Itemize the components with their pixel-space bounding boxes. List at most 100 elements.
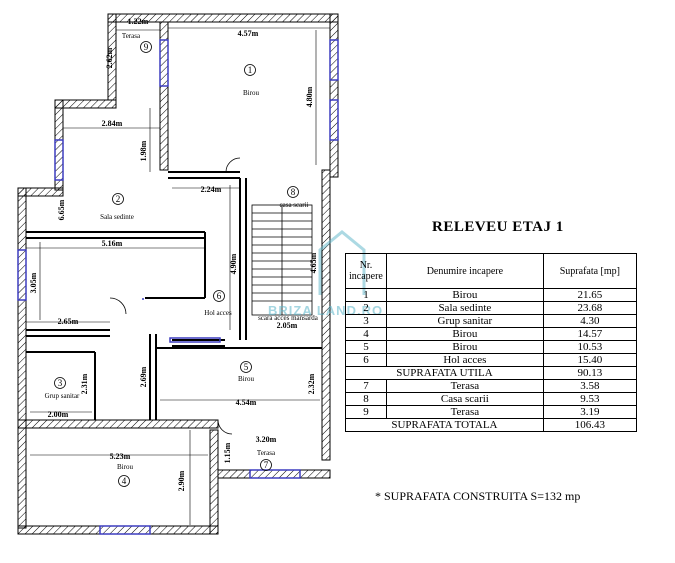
dim-label: 3.20m bbox=[256, 435, 277, 444]
dim-label: 2.05m bbox=[277, 321, 298, 330]
room-4-name: Birou bbox=[117, 463, 133, 471]
room-2-name: Sala sedinte bbox=[100, 213, 134, 221]
room-5-name: Birou bbox=[238, 375, 254, 383]
room-7-name: Terasa bbox=[257, 449, 276, 457]
header-name: Denumire incapere bbox=[385, 253, 544, 289]
room-4-number: 4 bbox=[122, 476, 127, 486]
cell-area: 10.53 bbox=[542, 340, 637, 354]
dim-label: 4.57m bbox=[238, 29, 259, 38]
doors bbox=[109, 157, 241, 435]
cell-area: 14.57 bbox=[542, 327, 637, 341]
subtotal-area: 90.13 bbox=[542, 366, 637, 380]
cell-name: Hol acces bbox=[385, 353, 544, 367]
dim-label: 2.32m bbox=[307, 373, 316, 394]
room-8-name: casa scarii bbox=[280, 201, 309, 209]
room-8-number: 8 bbox=[291, 187, 296, 197]
cell-area: 23.68 bbox=[542, 301, 637, 315]
subtotal-label: SUPRAFATA UTILA bbox=[345, 366, 544, 380]
room-3-number: 3 bbox=[58, 378, 63, 388]
interior-walls bbox=[26, 171, 322, 420]
cell-name: Sala sedinte bbox=[385, 301, 544, 315]
header-area: Suprafata [mp] bbox=[542, 253, 637, 289]
cell-area: 4.30 bbox=[542, 314, 637, 328]
room-1-name: Birou bbox=[243, 89, 259, 97]
cell-name: Birou bbox=[385, 288, 544, 302]
room-1-number: 1 bbox=[248, 65, 253, 75]
stair-label: scara acces mansarda bbox=[258, 314, 319, 322]
room-3-name: Grup sanitar bbox=[45, 392, 80, 400]
cell-area: 3.19 bbox=[542, 405, 637, 419]
dim-label: 5.16m bbox=[102, 239, 123, 248]
cell-nr: 6 bbox=[345, 353, 387, 367]
dim-label: 4.65m bbox=[309, 252, 318, 273]
dim-label: 1.15m bbox=[223, 442, 232, 463]
dim-label: 3.05m bbox=[29, 272, 38, 293]
cell-nr: 4 bbox=[345, 327, 387, 341]
cell-name: Birou bbox=[385, 327, 544, 341]
room-9-name: Terasa bbox=[122, 32, 141, 40]
plan-title: RELEVEU ETAJ 1 bbox=[432, 219, 564, 235]
cell-nr: 3 bbox=[345, 314, 387, 328]
dim-label: 2.69m bbox=[139, 366, 148, 387]
cell-nr: 2 bbox=[345, 301, 387, 315]
total-area: 106.43 bbox=[542, 418, 637, 432]
dim-label: 4.54m bbox=[236, 398, 257, 407]
dim-label: 5.23m bbox=[110, 452, 131, 461]
dim-label: 6.65m bbox=[57, 199, 66, 220]
dim-label: 1.22m bbox=[128, 17, 149, 26]
cell-name: Casa scarii bbox=[385, 392, 544, 406]
dimension-lines bbox=[26, 27, 330, 525]
dim-label: 2.84m bbox=[102, 119, 123, 128]
walls bbox=[17, 13, 339, 535]
header-nr: Nr. incapere bbox=[345, 253, 387, 289]
cell-nr: 5 bbox=[345, 340, 387, 354]
room-2-number: 2 bbox=[116, 194, 121, 204]
total-label: SUPRAFATA TOTALA bbox=[345, 418, 544, 432]
cell-name: Grup sanitar bbox=[385, 314, 544, 328]
dim-label: 2.62m bbox=[105, 47, 114, 68]
room-markers bbox=[54, 41, 299, 487]
cell-nr: 9 bbox=[345, 405, 387, 419]
dim-label: 2.31m bbox=[80, 373, 89, 394]
built-area-note: * SUPRAFATA CONSTRUITA S=132 mp bbox=[375, 489, 581, 503]
dim-label: 2.90m bbox=[177, 470, 186, 491]
room-7-number: 7 bbox=[264, 460, 269, 470]
staircase bbox=[251, 204, 313, 316]
dim-label: 2.24m bbox=[201, 185, 222, 194]
cell-area: 21.65 bbox=[542, 288, 637, 302]
windows bbox=[17, 39, 339, 535]
cell-area: 3.58 bbox=[542, 379, 637, 393]
area-table: Nr. incapere Denumire incapere Suprafata… bbox=[345, 253, 637, 432]
dim-label: 4.90m bbox=[229, 253, 238, 274]
cell-name: Terasa bbox=[385, 405, 544, 419]
dim-label: 1.98m bbox=[139, 140, 148, 161]
cell-nr: 8 bbox=[345, 392, 387, 406]
dim-label: 2.65m bbox=[58, 317, 79, 326]
cell-name: Birou bbox=[385, 340, 544, 354]
room-9-number: 9 bbox=[144, 42, 149, 52]
room-6-name: Hol acces bbox=[204, 309, 232, 317]
cell-area: 15.40 bbox=[542, 353, 637, 367]
cell-nr: 7 bbox=[345, 379, 387, 393]
room-6-number: 6 bbox=[217, 291, 222, 301]
cell-name: Terasa bbox=[385, 379, 544, 393]
table-header-row: Nr. incapere Denumire incapere Suprafata… bbox=[345, 253, 637, 289]
room-5-number: 5 bbox=[244, 362, 249, 372]
cell-area: 9.53 bbox=[542, 392, 637, 406]
dim-label: 2.00m bbox=[48, 410, 69, 419]
cell-nr: 1 bbox=[345, 288, 387, 302]
dim-label: 4.80m bbox=[305, 86, 314, 107]
